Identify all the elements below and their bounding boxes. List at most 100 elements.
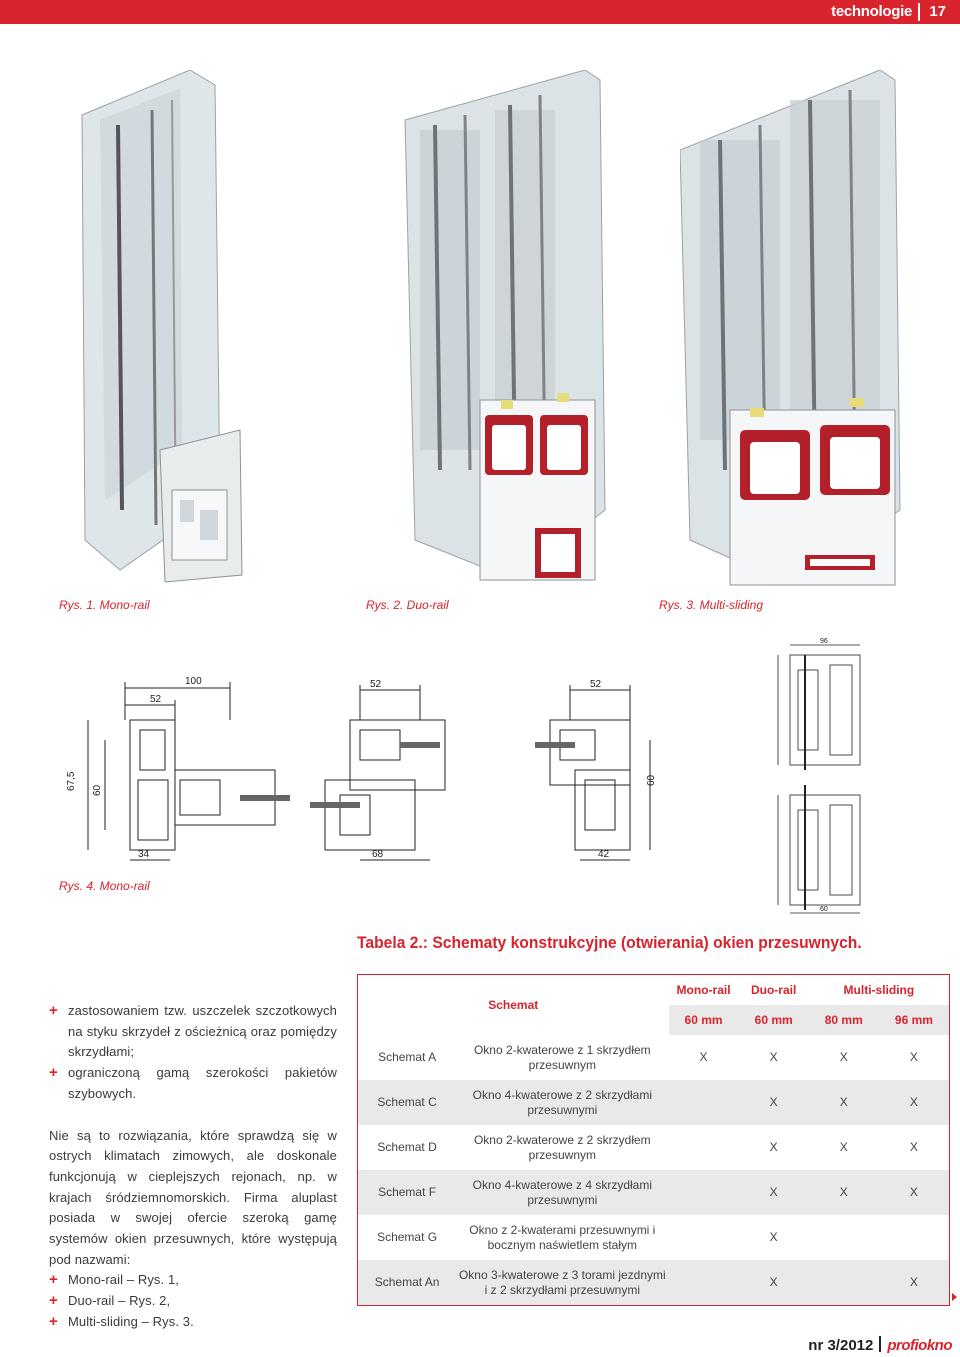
table-cell-mark xyxy=(668,1260,739,1306)
table-cell-mark: X xyxy=(878,1080,950,1125)
list-item-text: Mono-rail – Rys. 1, xyxy=(68,1272,179,1288)
table-cell-mark: X xyxy=(738,1170,809,1215)
multi-sliding-technical-drawing: 96 60 xyxy=(777,638,861,914)
dimension-label: 34 xyxy=(138,849,150,860)
table-cell-mark xyxy=(878,1215,950,1260)
body-text-column: + zastosowaniem tzw. uszczelek szczotkow… xyxy=(49,1001,337,1333)
table-header-size: 96 mm xyxy=(878,1005,950,1035)
table-cell-mark: X xyxy=(808,1035,879,1080)
table-row: Schemat C Okno 4-kwaterowe z 2 skrzydłam… xyxy=(357,1080,950,1125)
table-header-size: 80 mm xyxy=(808,1005,879,1035)
body-paragraph: Nie są to rozwiązania, które sprawdzą si… xyxy=(49,1127,337,1267)
list-item: + Mono-rail – Rys. 1, xyxy=(49,1270,337,1291)
figure-caption-rys1: Rys. 1. Mono-rail xyxy=(59,598,150,612)
table-header-size: 60 mm xyxy=(738,1005,809,1035)
table-cell-mark xyxy=(668,1170,739,1215)
duo-rail-profile-illustration xyxy=(404,70,606,581)
figure-caption-rys3: Rys. 3. Multi-sliding xyxy=(659,598,764,612)
issue-number: nr 3/2012 xyxy=(808,1337,874,1354)
dimension-label: 60 xyxy=(646,774,657,786)
dimension-label: 67,5 xyxy=(66,771,77,791)
table-header-group: Duo-rail xyxy=(738,974,809,1005)
table-cell-name: Schemat An xyxy=(357,1260,457,1306)
table-title: Tabela 2.: Schematy konstrukcyjne (otwie… xyxy=(357,933,862,952)
dimension-label: 52 xyxy=(370,679,382,690)
table-cell-name: Schemat D xyxy=(357,1125,457,1170)
dimension-label: 96 xyxy=(820,638,828,645)
table-row: Schemat G Okno z 2-kwaterami przesuwnymi… xyxy=(357,1215,950,1260)
table-cell-mark xyxy=(808,1260,879,1306)
table-row: Schemat An Okno 3-kwaterowe z 3 torami j… xyxy=(357,1260,950,1306)
list-item: + Duo-rail – Rys. 2, xyxy=(49,1291,337,1312)
table-cell-mark xyxy=(668,1215,739,1260)
table-cell-mark: X xyxy=(738,1080,809,1125)
list-item: + Multi-sliding – Rys. 3. xyxy=(49,1312,337,1333)
table-cell-mark: X xyxy=(878,1260,950,1306)
dimension-label: 60 xyxy=(820,906,828,913)
dimension-label: 68 xyxy=(372,849,384,860)
table-header-group: Multi-sliding xyxy=(808,974,950,1005)
table-cell-mark: X xyxy=(808,1125,879,1170)
table-header-row: 60 mm 60 mm 80 mm 96 mm xyxy=(358,1005,950,1035)
plus-bullet-icon: + xyxy=(49,1292,58,1310)
table-cell-name: Schemat C xyxy=(357,1080,457,1125)
dimension-label: 100 xyxy=(185,676,202,687)
table-cell-name: Schemat F xyxy=(357,1170,457,1215)
list-item: + zastosowaniem tzw. uszczelek szczotkow… xyxy=(49,1001,337,1063)
table-cell-mark: X xyxy=(738,1260,809,1306)
table-cell-desc: Okno 4-kwaterowe z 4 skrzydłami przesuwn… xyxy=(456,1170,669,1215)
table-cell-mark: X xyxy=(668,1035,739,1080)
table-cell-mark: X xyxy=(738,1035,809,1080)
list-item: + ograniczoną gamą szerokości pakietów s… xyxy=(49,1063,337,1104)
table-row: Schemat D Okno 2-kwaterowe z 2 skrzydłem… xyxy=(357,1125,950,1170)
table-cell-desc: Okno 2-kwaterowe z 1 skrzydłem przesuwny… xyxy=(456,1035,669,1080)
table-header-group: Mono-rail xyxy=(668,974,739,1005)
table-cell-mark: X xyxy=(878,1125,950,1170)
multi-sliding-profile-illustration xyxy=(680,70,901,586)
page-number: 17 xyxy=(929,3,946,20)
table-cell-mark: X xyxy=(738,1215,809,1260)
header-bar: technologie 17 xyxy=(0,0,960,24)
table-cell-mark: X xyxy=(738,1125,809,1170)
table-cell-mark: X xyxy=(878,1170,950,1215)
schemes-table: Schemat Mono-rail Duo-rail Multi-sliding… xyxy=(357,974,950,1306)
section-title: technologie xyxy=(831,3,912,20)
table-cell-mark xyxy=(668,1125,739,1170)
table-cell-desc: Okno z 2-kwaterami przesuwnymi i bocznym… xyxy=(456,1215,669,1260)
table-cell-name: Schemat A xyxy=(357,1035,457,1080)
table-cell-mark xyxy=(668,1080,739,1125)
table-cell-mark: X xyxy=(808,1170,879,1215)
table-cell-name: Schemat G xyxy=(357,1215,457,1260)
continue-arrow-icon xyxy=(952,1293,957,1301)
dimension-label: 52 xyxy=(590,679,602,690)
table-cell-mark: X xyxy=(808,1080,879,1125)
list-item-text: Duo-rail – Rys. 2, xyxy=(68,1293,171,1309)
mono-rail-profile-illustration xyxy=(81,70,243,583)
table-cell-desc: Okno 2-kwaterowe z 2 skrzydłem przesuwny… xyxy=(456,1125,669,1170)
footer-divider xyxy=(879,1336,882,1352)
table-header-schemat: Schemat xyxy=(357,974,669,1035)
header-divider xyxy=(918,3,920,21)
plus-bullet-icon: + xyxy=(49,1312,58,1330)
footer: nr 3/2012 profiokno xyxy=(808,1336,952,1354)
brand-logo: profiokno xyxy=(887,1337,952,1354)
table-cell-mark xyxy=(808,1215,879,1260)
table-cell-desc: Okno 3-kwaterowe z 3 torami jezdnymi i z… xyxy=(456,1260,669,1306)
plus-bullet-icon: + xyxy=(49,1064,58,1082)
dimension-label: 60 xyxy=(92,784,103,796)
figure-caption-rys2: Rys. 2. Duo-rail xyxy=(366,598,449,612)
figure-caption-rys4: Rys. 4. Mono-rail xyxy=(59,879,150,893)
plus-bullet-icon: + xyxy=(49,1002,58,1019)
list-item-text: Multi-sliding – Rys. 3. xyxy=(68,1313,194,1329)
table-header-row: Schemat Mono-rail Duo-rail Multi-sliding xyxy=(357,974,950,1035)
table-row: Schemat A Okno 2-kwaterowe z 1 skrzydłem… xyxy=(357,1035,950,1080)
table-cell-desc: Okno 4-kwaterowe z 2 skrzydłami przesuwn… xyxy=(456,1080,669,1125)
dimension-label: 42 xyxy=(598,849,610,860)
list-item-text: ograniczoną gamą szerokości pakietów szy… xyxy=(68,1065,337,1101)
mono-rail-technical-drawing: 100 52 67,5 60 34 52 68 52 60 42 xyxy=(66,676,657,861)
table-row: Schemat F Okno 4-kwaterowe z 4 skrzydłam… xyxy=(357,1170,950,1215)
table-cell-mark: X xyxy=(878,1035,950,1080)
list-item-text: zastosowaniem tzw. uszczelek szczotkowyc… xyxy=(68,1003,337,1060)
plus-bullet-icon: + xyxy=(49,1271,58,1289)
dimension-label: 52 xyxy=(150,694,162,705)
